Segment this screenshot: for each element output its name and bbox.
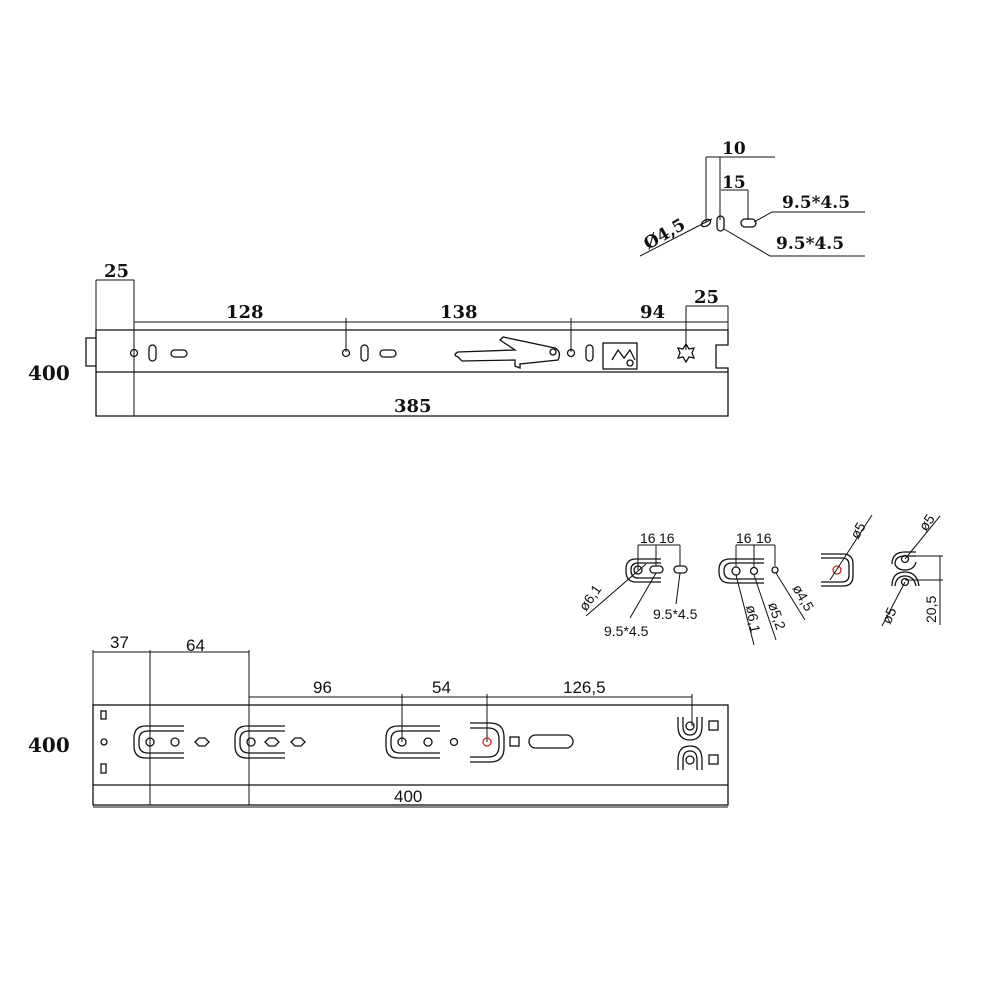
detail-d-hole-2: ø5 [878, 605, 899, 627]
detail-b: 16 16 ø6,1 ø5,2 ø4,5 [718, 530, 817, 646]
detail-slot-2: 9.5*4.5 [776, 234, 844, 254]
detail-dim-10: 10 [722, 139, 746, 159]
dim-128: 128 [226, 302, 264, 323]
detail-b-hole-1: ø6,1 [743, 604, 764, 635]
detail-b-spacing-1: 16 [736, 530, 752, 546]
dim-54: 54 [432, 678, 451, 697]
detail-hole-diameter: Ø4,5 [641, 215, 689, 255]
dim-126-5: 126,5 [563, 678, 606, 697]
top-height-label: 400 [28, 361, 70, 385]
dim-front-25: 25 [104, 261, 129, 282]
dim-400: 400 [394, 787, 422, 806]
dim-rear-25: 25 [694, 287, 719, 308]
detail-a-slot-2: 9.5*4.5 [653, 606, 698, 622]
detail-b-hole-2: ø5,2 [765, 600, 789, 632]
detail-b-hole-3: ø4,5 [789, 582, 817, 614]
bottom-rail: 400 37 64 96 54 126,5 400 [28, 633, 729, 808]
detail-a-spacing-2: 16 [659, 530, 675, 546]
bottom-height-label: 400 [28, 733, 70, 757]
detail-slot-1: 9.5*4.5 [782, 193, 850, 213]
dim-37: 37 [110, 633, 129, 652]
detail-a: 16 16 ø6,1 9.5*4.5 9.5*4.5 [575, 530, 697, 639]
detail-c-hole: ø5 [847, 519, 869, 541]
dim-96: 96 [313, 678, 332, 697]
detail-d-spacing: 20,5 [923, 596, 939, 623]
detail-b-spacing-2: 16 [756, 530, 772, 546]
detail-d: 20,5 ø5 ø5 [878, 511, 943, 626]
detail-a-slot-1: 9.5*4.5 [604, 623, 649, 639]
dim-138: 138 [440, 302, 478, 323]
dim-385: 385 [394, 396, 432, 417]
dim-94: 94 [640, 302, 665, 323]
detail-d-hole-1: ø5 [915, 511, 938, 534]
detail-a-hole: ø6,1 [575, 581, 604, 613]
top-hole-detail: 10 15 Ø4,5 9.5*4.5 9.5*4.5 [639, 139, 865, 257]
dim-64: 64 [186, 636, 205, 655]
top-rail: 400 25 128 138 94 25 385 [28, 261, 729, 417]
detail-dim-15: 15 [722, 173, 746, 193]
detail-a-spacing-1: 16 [640, 530, 656, 546]
detail-c: ø5 [821, 514, 873, 587]
